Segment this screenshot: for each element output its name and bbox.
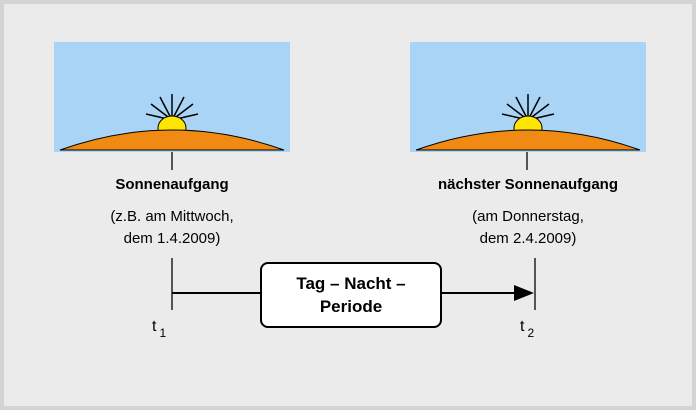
time-symbol-2: t (520, 318, 525, 335)
ground-hill (415, 129, 641, 151)
scene-tick-2 (526, 152, 528, 170)
time-symbol-1: t (152, 318, 157, 335)
period-box: Tag – Nacht – Periode (260, 262, 442, 328)
event-title-1: Sonnenaufgang (115, 176, 229, 193)
arrow-head-icon (514, 285, 534, 301)
event-note-1-line1: (z.B. am Mittwoch, (110, 208, 234, 225)
scene-tick-1 (171, 152, 173, 170)
event-note-2-line1: (am Donnerstag, (472, 208, 584, 225)
period-label-line1: Tag – Nacht – (296, 274, 406, 293)
event-note-1-line2: dem 1.4.2009) (123, 230, 221, 247)
time-index-2: 2 (527, 326, 535, 340)
sunrise-scene-2 (410, 42, 646, 152)
event-title-2: nächster Sonnenaufgang (437, 176, 619, 193)
event-note-2-line2: dem 2.4.2009) (479, 230, 577, 247)
sunrise-scene-1 (54, 42, 290, 152)
time-index-1: 1 (159, 326, 167, 340)
period-label-line2: Periode (319, 297, 383, 316)
ground-hill (59, 129, 285, 151)
